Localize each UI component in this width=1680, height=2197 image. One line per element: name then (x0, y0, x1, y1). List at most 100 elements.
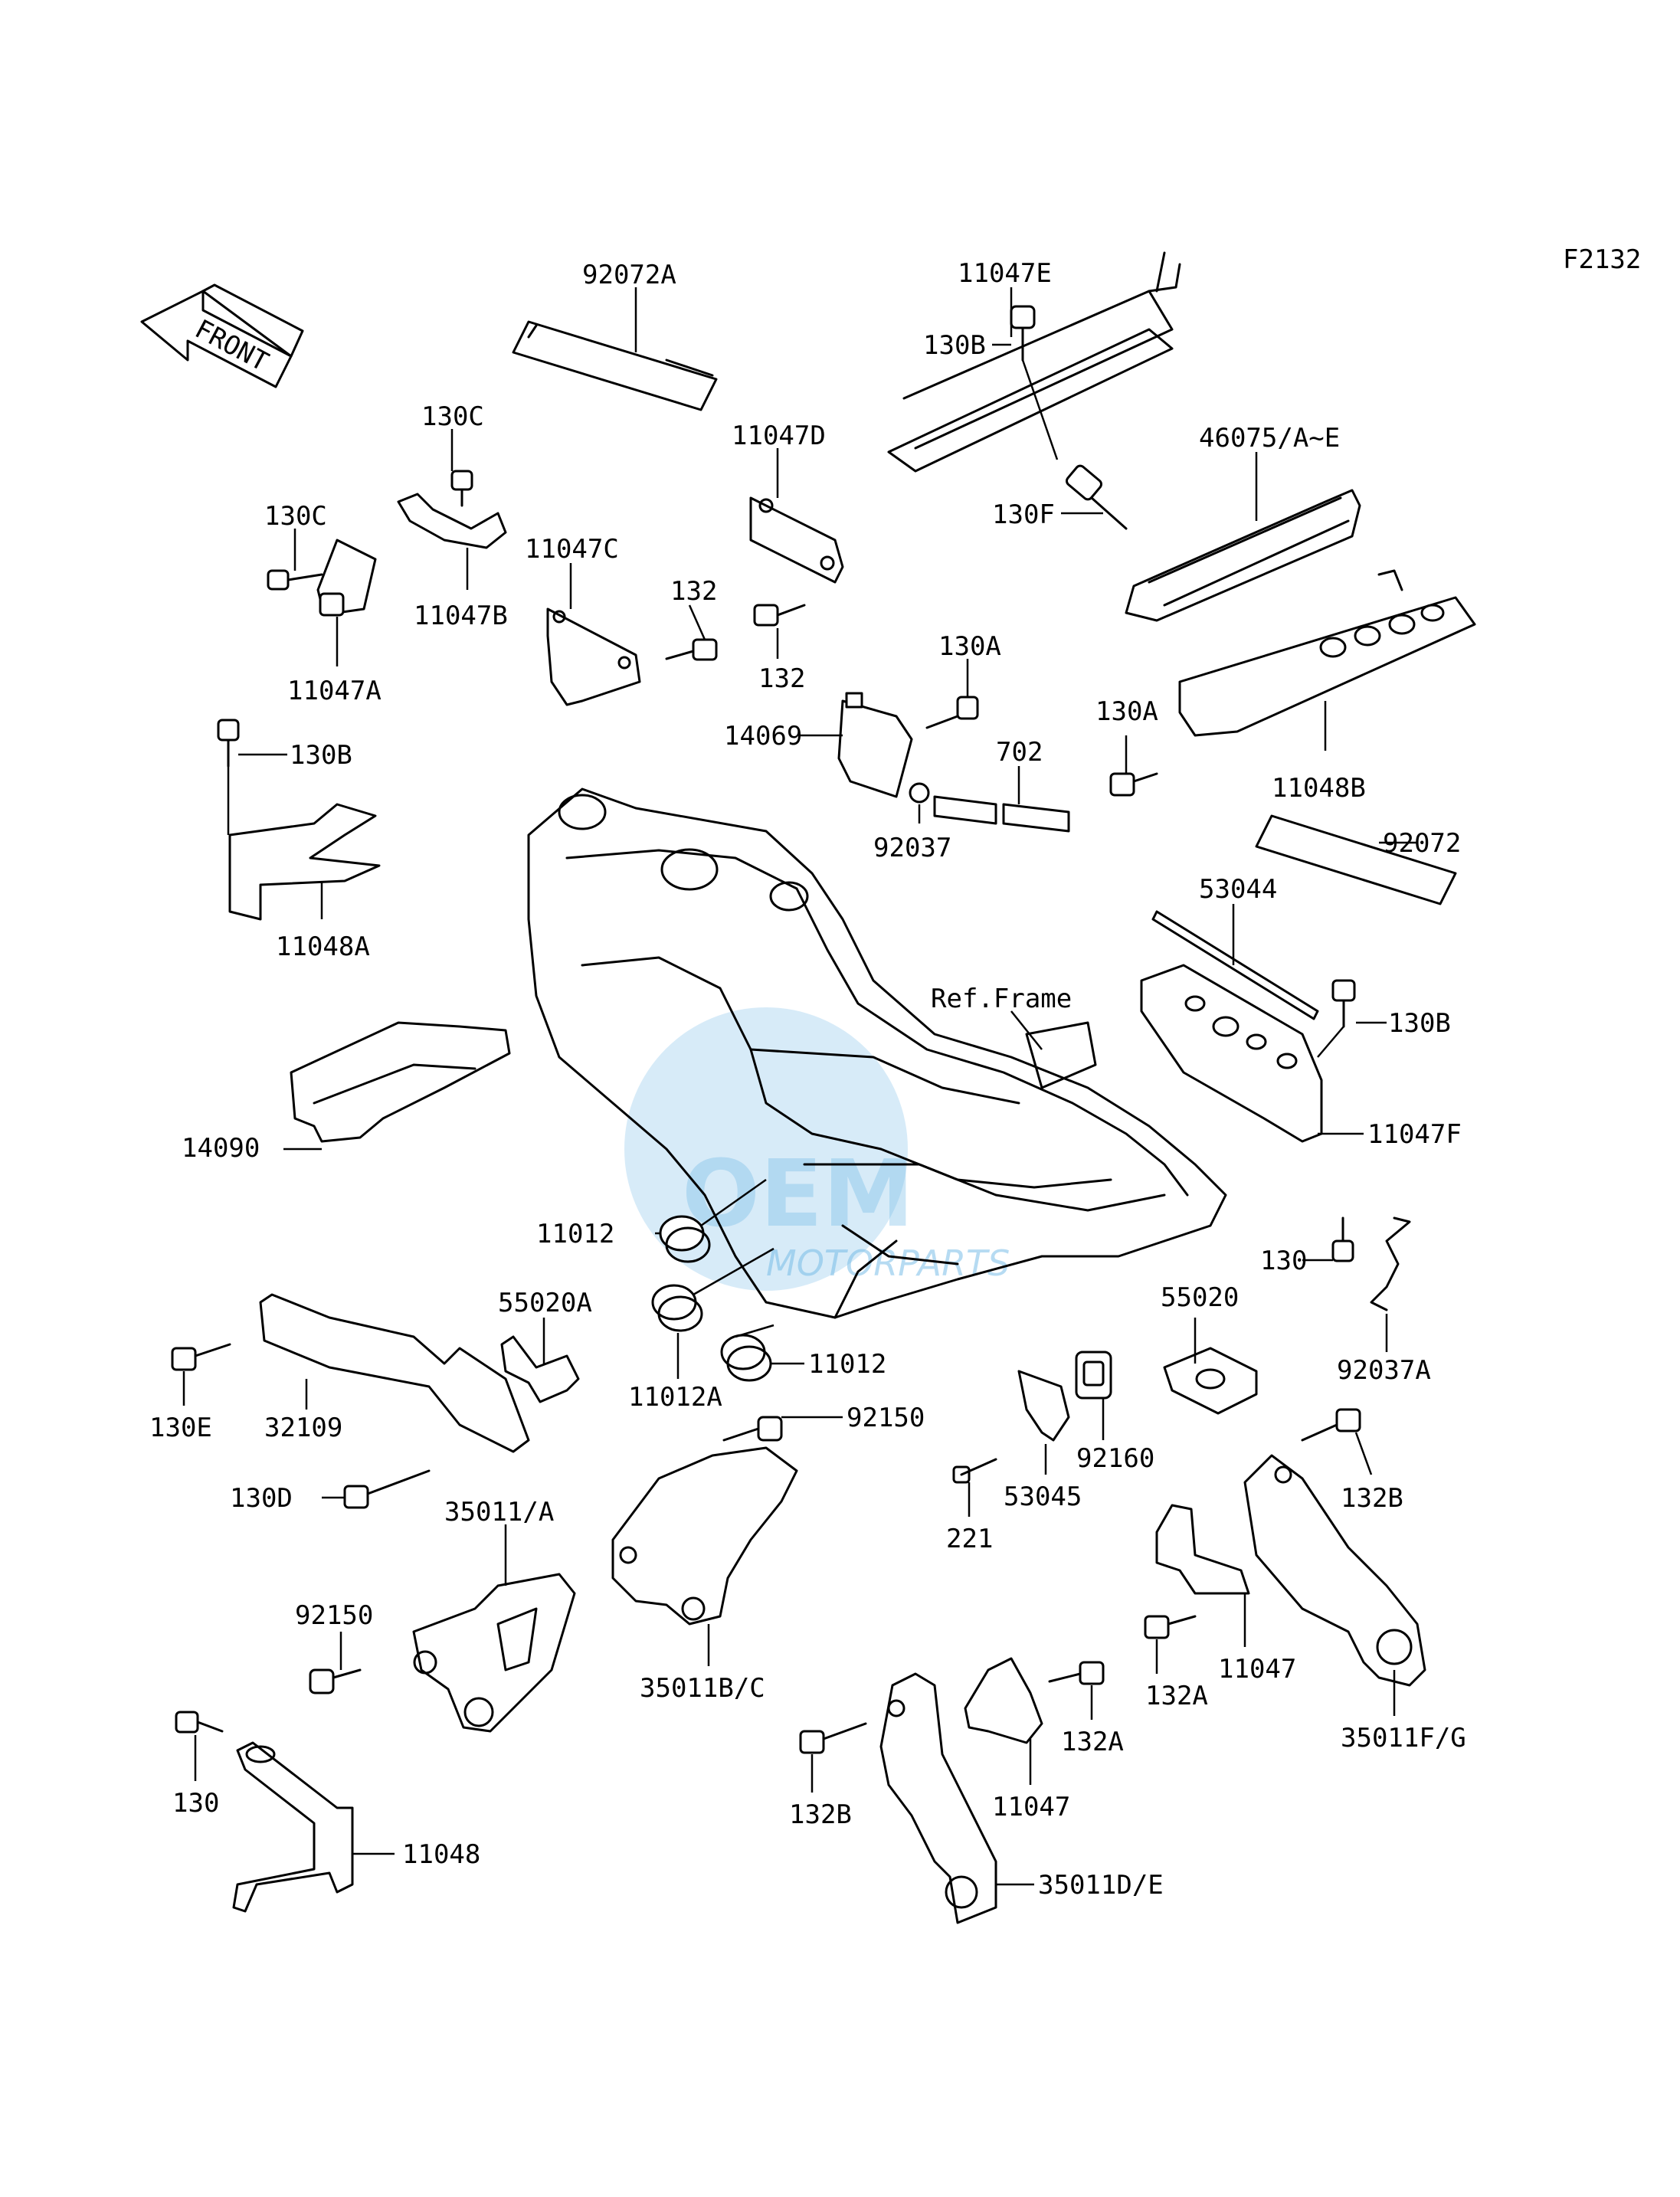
part-11047A-clamp (316, 539, 377, 666)
part-130F-bolt (1061, 464, 1128, 530)
label-702: 702 (996, 737, 1043, 768)
label-11048: 11048 (402, 1839, 480, 1870)
label-11047F: 11047F (1367, 1119, 1462, 1150)
part-53045-clip (1017, 1370, 1070, 1475)
part-132-bolt-b (665, 604, 718, 661)
label-35011A: 35011/A (444, 1497, 554, 1527)
part-92160-damper (1075, 1351, 1112, 1440)
label-130B-right: 130B (1388, 1008, 1451, 1039)
label-130B-top: 130B (923, 330, 986, 361)
part-130A-bolt-b (1109, 735, 1158, 797)
watermark-text: OEM (682, 1141, 914, 1248)
label-11047D: 11047D (732, 421, 826, 451)
part-11047-bracket-b (964, 1657, 1043, 1785)
part-132A-bolt-b (1048, 1661, 1105, 1720)
label-35011FG: 35011F/G (1341, 1723, 1466, 1753)
label-14069: 14069 (724, 721, 802, 751)
part-11047D-plate (749, 448, 844, 584)
label-11047B: 11047B (414, 601, 508, 631)
label-11012-b: 11012 (808, 1349, 886, 1380)
label-35011BC: 35011B/C (640, 1673, 765, 1704)
part-11012-grommet-a (655, 1178, 767, 1263)
part-53044-rod (1151, 904, 1319, 1020)
label-132B-b: 132B (789, 1799, 852, 1830)
label-92160: 92160 (1076, 1443, 1154, 1474)
part-11048B-bracket (1178, 569, 1476, 751)
label-132B-a: 132B (1341, 1483, 1403, 1514)
part-130B-bolt (992, 305, 1059, 460)
part-11012-grommet-b (720, 1324, 804, 1382)
part-11012A-grommet (651, 1247, 775, 1379)
label-11047-b: 11047 (992, 1792, 1070, 1822)
label-11048A: 11048A (276, 932, 370, 962)
label-11012A: 11012A (628, 1382, 722, 1413)
label-35011DE: 35011D/E (1038, 1870, 1164, 1901)
part-14069-canister (801, 692, 913, 798)
label-92150-b: 92150 (295, 1600, 373, 1631)
label-130D: 130D (230, 1483, 293, 1514)
label-11012-a: 11012 (536, 1219, 614, 1249)
part-92037-clip (909, 782, 930, 823)
label-130E: 130E (149, 1413, 212, 1443)
label-130-left: 130 (172, 1788, 219, 1819)
part-130D-bolt (322, 1469, 431, 1509)
part-46075-cover (1125, 452, 1361, 622)
label-130C-a: 130C (421, 401, 484, 432)
part-35011BC-footrest (611, 1446, 798, 1666)
part-11047B-clamp (397, 493, 507, 590)
label-32109: 32109 (264, 1413, 342, 1443)
part-130A-bolt-a (925, 659, 979, 729)
label-92037A: 92037A (1337, 1355, 1431, 1386)
label-92150-a: 92150 (847, 1403, 925, 1433)
part-11048A-bracket (227, 766, 381, 921)
part-132A-bolt-a (1144, 1615, 1197, 1674)
part-32109-bracket (259, 1293, 530, 1453)
part-11047C-plate (546, 563, 641, 706)
front-arrow-icon: FRONT (140, 283, 304, 388)
label-221: 221 (946, 1524, 993, 1554)
label-53044: 53044 (1199, 874, 1277, 905)
part-221-screw (952, 1458, 997, 1517)
part-92037A-spring (1370, 1216, 1411, 1352)
label-11047-a: 11047 (1218, 1654, 1296, 1685)
label-53045: 53045 (1004, 1482, 1082, 1512)
part-130C-bolt-b (267, 529, 323, 591)
ref-frame-label: Ref.Frame (931, 984, 1072, 1014)
part-130-bolt-right (1302, 1216, 1354, 1262)
part-132B-bolt-b (799, 1722, 867, 1793)
part-main-frame (527, 787, 1227, 1319)
part-35011DE-footrest (879, 1672, 1034, 1924)
label-130A-b: 130A (1095, 696, 1158, 727)
label-132-b: 132 (758, 663, 805, 694)
part-132-bolt-a (753, 604, 806, 659)
part-92150-pin-b (722, 1416, 843, 1442)
label-130A-a: 130A (938, 631, 1001, 662)
label-92072A: 92072A (582, 260, 676, 290)
label-55020A: 55020A (498, 1288, 592, 1318)
part-92150-pin-a (309, 1632, 362, 1694)
part-130E-bolt (171, 1343, 231, 1406)
label-11047A: 11047A (287, 676, 382, 706)
label-46075: 46075/A~E (1199, 423, 1340, 453)
part-702-hose (933, 766, 1070, 833)
label-11047C: 11047C (525, 534, 619, 565)
part-55020A-clip (500, 1318, 580, 1403)
part-130-bolt-left (175, 1711, 224, 1781)
part-132B-bolt-a (1301, 1408, 1373, 1475)
part-92072A-strap (512, 287, 718, 411)
label-130C-b: 130C (264, 501, 327, 532)
label-130B-left: 130B (290, 740, 352, 771)
part-92072-strap (1255, 814, 1457, 905)
label-11048B: 11048B (1272, 773, 1366, 804)
part-11047-bracket-a (1155, 1504, 1250, 1647)
label-55020: 55020 (1161, 1282, 1239, 1313)
part-35011A-footrest (412, 1524, 576, 1733)
part-55020-plate (1163, 1318, 1258, 1415)
part-35011FG-footrest (1243, 1454, 1426, 1716)
part-130B-bolt-right (1317, 979, 1387, 1058)
label-132A-b: 132A (1061, 1727, 1124, 1757)
label-130F: 130F (992, 499, 1055, 530)
label-11047E: 11047E (958, 258, 1052, 289)
part-130B-bolt-left (217, 719, 287, 768)
